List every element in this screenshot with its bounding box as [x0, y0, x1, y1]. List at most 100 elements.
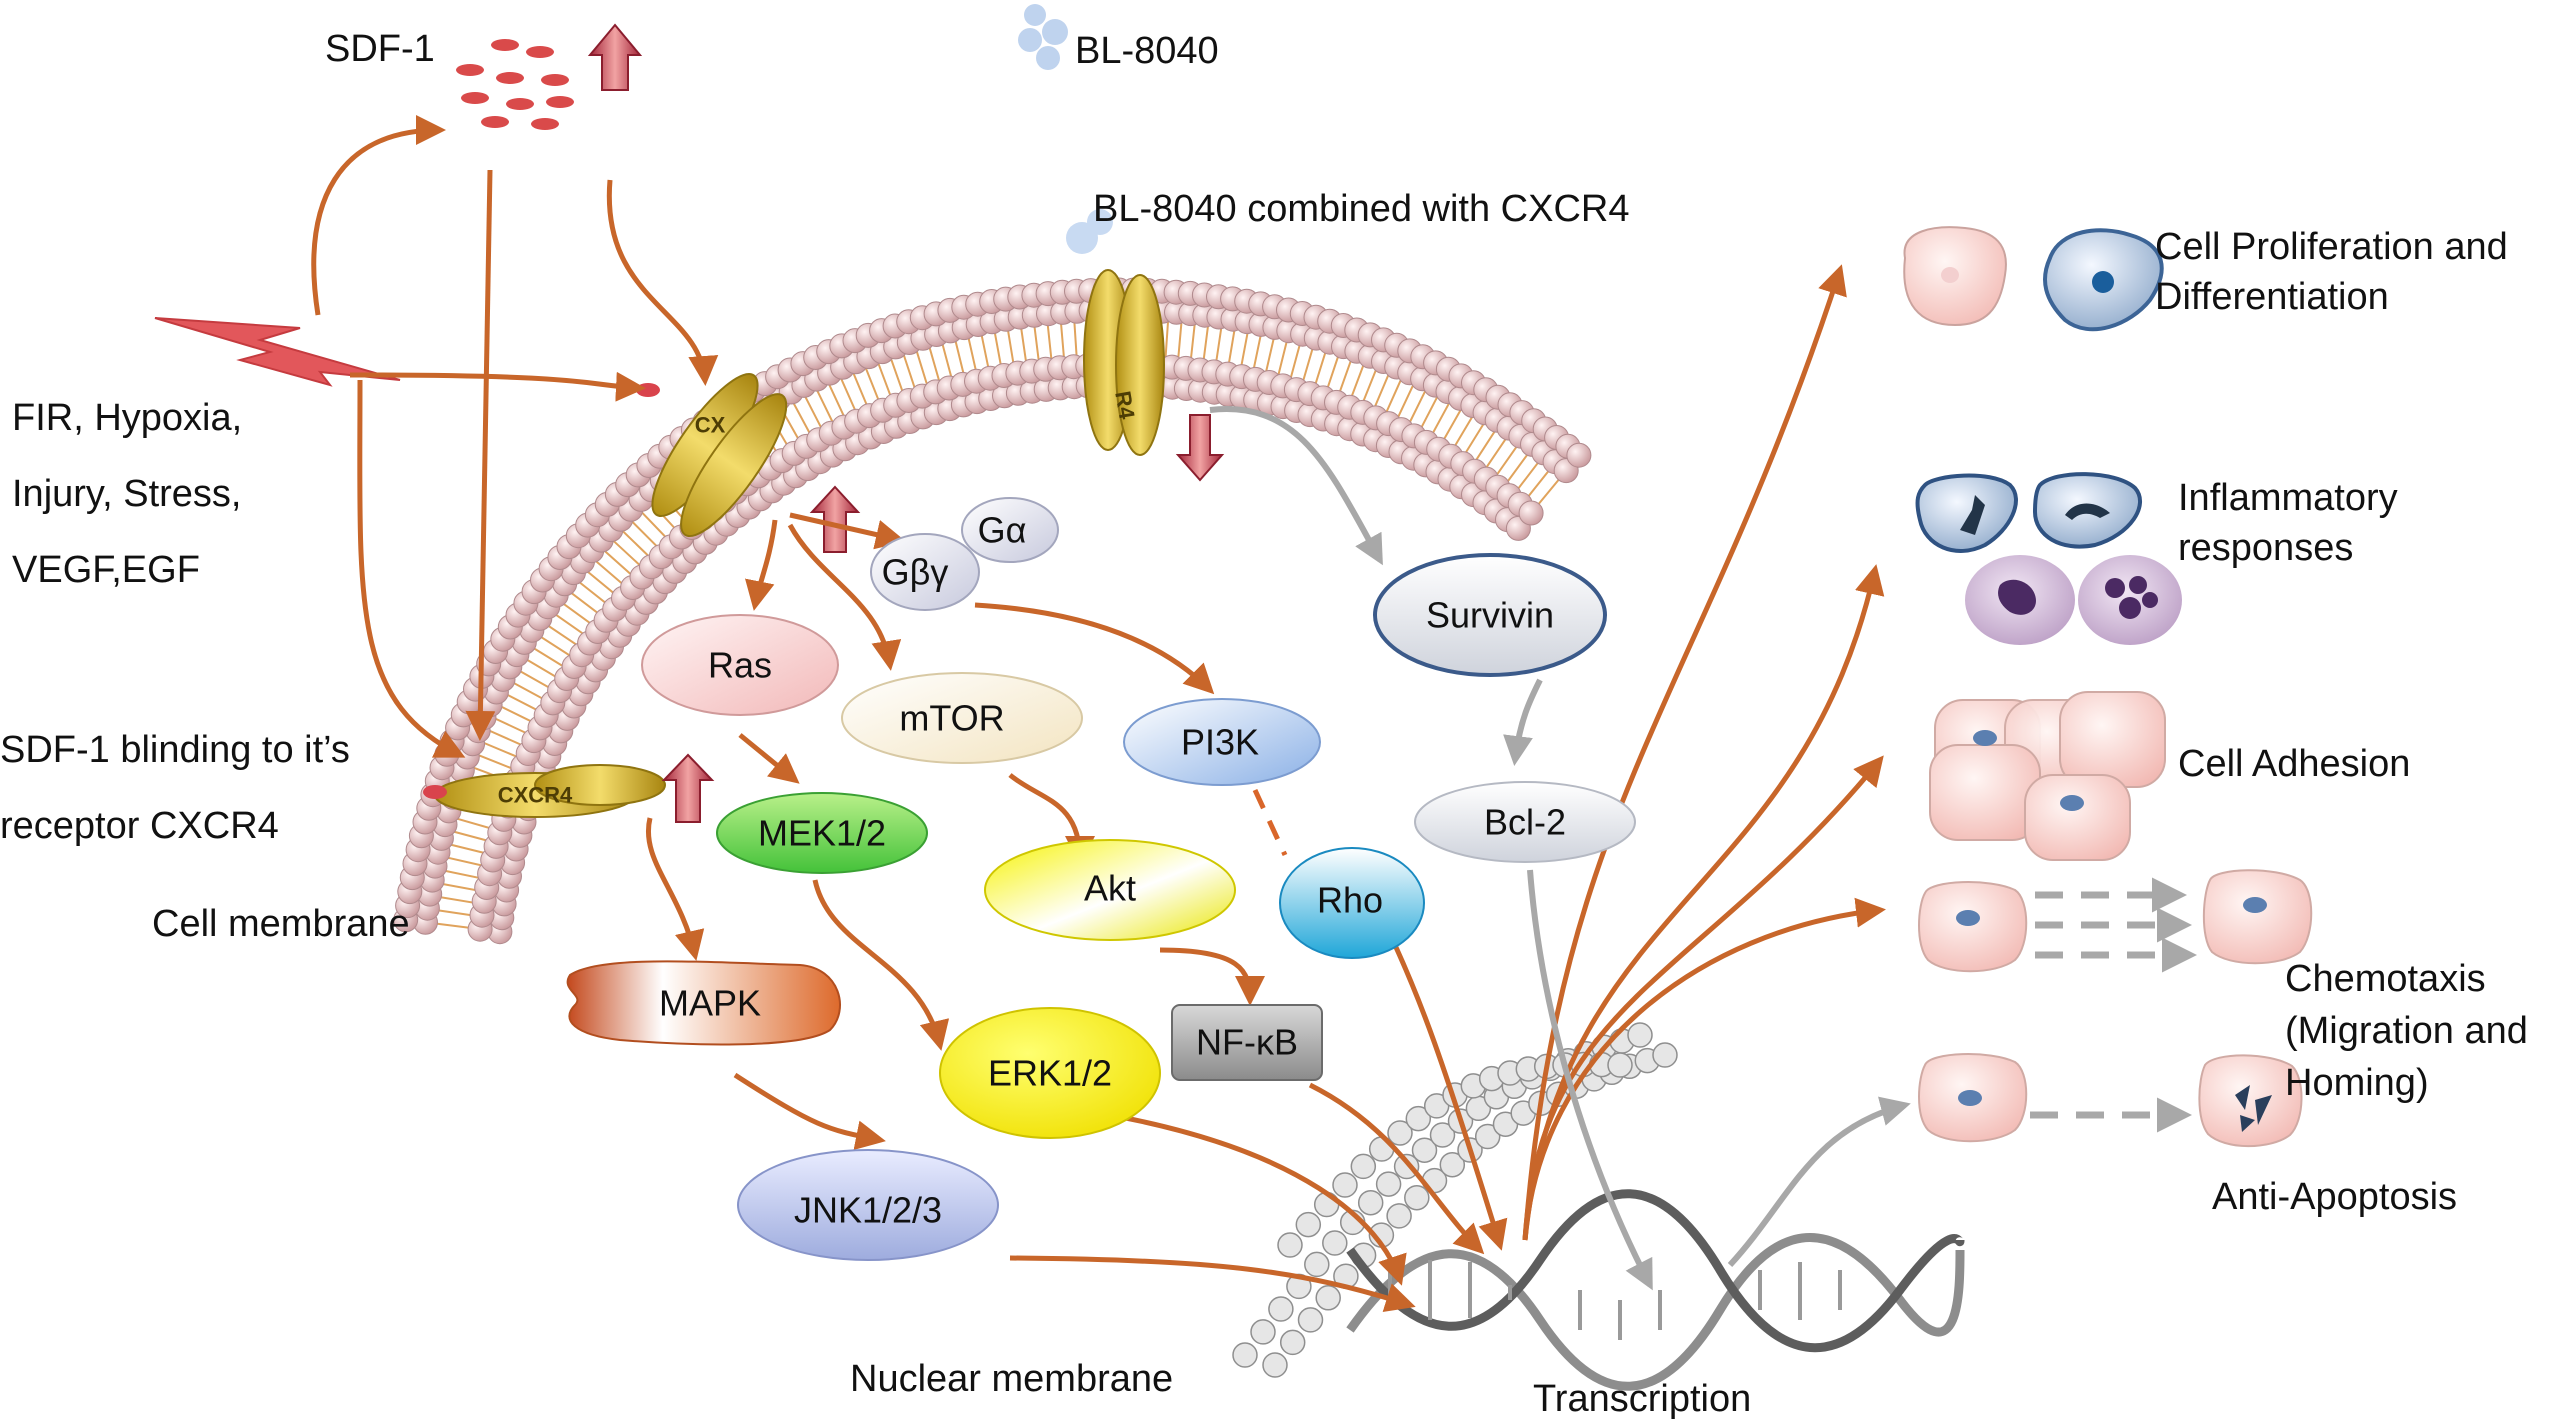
bl8040-combined-label: BL-8040 combined with CXCR4 [1093, 188, 1630, 230]
upregulation-arrow-left-icon [661, 753, 715, 823]
nuclear-membrane-bead [1411, 1137, 1438, 1163]
ras-label: Ras [708, 645, 772, 686]
proliferation-cells-icon [1903, 226, 2164, 332]
lipid-head [1518, 500, 1544, 526]
upregulation-arrow-mid-icon [809, 485, 861, 553]
anti-apoptosis-label: Anti-Apoptosis [2212, 1176, 2458, 1218]
inflammatory-line-1: Inflammatory [2178, 477, 2398, 519]
erk-label: ERK1/2 [988, 1053, 1112, 1094]
rho-label: Rho [1317, 880, 1383, 921]
nuclear-membrane-bead [1295, 1211, 1322, 1238]
akt-label: Akt [1084, 868, 1136, 909]
cell-membrane-label: Cell membrane [152, 903, 410, 945]
nuclear-membrane-bead [1332, 1172, 1358, 1198]
g-beta-gamma-label: Gβγ [882, 552, 949, 593]
nuclear-membrane-bead [1315, 1285, 1341, 1311]
mtor-label: mTOR [899, 698, 1004, 739]
nuclear-membrane-bead [1439, 1151, 1466, 1178]
proliferation-label: Cell Proliferation and Differentiation [2155, 222, 2508, 322]
proliferation-line-2: Differentiation [2155, 276, 2389, 318]
nuclear-membrane-bead [1322, 1230, 1348, 1256]
cxcr4-receptor-top: CX [636, 373, 788, 538]
cxcr4-receptor-left: CXCR4 [423, 764, 666, 818]
node-mapk: MAPK [566, 960, 841, 1046]
nuclear-membrane-bead [1607, 1052, 1633, 1078]
nuclear-membrane-bead [1304, 1251, 1330, 1278]
nuclear-membrane-bead [1386, 1203, 1412, 1229]
nuclear-membrane-bead [1387, 1120, 1413, 1146]
chemotaxis-line-2: (Migration and [2285, 1010, 2528, 1052]
node-akt: Akt [984, 839, 1236, 941]
nuclear-membrane-beads [1232, 1022, 1678, 1378]
cxcr4-receptor-right: R4 [1083, 269, 1165, 456]
gray-flow-arrows [1209, 406, 1911, 1291]
nuclear-membrane-bead [1350, 1153, 1377, 1180]
anti-apoptosis-cells-icon [1918, 1053, 2303, 1148]
nuclear-membrane-bead [1279, 1329, 1306, 1356]
cell-membrane-bilayer [393, 277, 1592, 945]
binding-line-2: receptor CXCR4 [0, 805, 279, 847]
sdf1-particles-icon [456, 39, 574, 130]
dna-helix-icon [1346, 1189, 1965, 1391]
triggers-line-3: VEGF,EGF [12, 549, 200, 591]
node-erk: ERK1/2 [939, 1007, 1161, 1139]
nuclear-membrane-bead [1357, 1189, 1384, 1216]
adhesion-cells-icon [1929, 691, 2166, 861]
bl8040-molecules-icon [1018, 4, 1113, 254]
bl8040-label: BL-8040 [1075, 30, 1219, 72]
downregulation-arrow-icon [1175, 414, 1225, 482]
nuclear-membrane-bead [1404, 1184, 1430, 1211]
nuclear-membrane-bead [1429, 1122, 1456, 1148]
cxcr4-left-label: CXCR4 [498, 783, 573, 808]
node-ras: Ras [641, 614, 839, 716]
mek-label: MEK1/2 [758, 813, 886, 854]
upregulation-arrow-icon [587, 23, 643, 91]
nuclear-membrane-bead [1262, 1352, 1288, 1378]
inflammatory-line-2: responses [2178, 527, 2354, 569]
g-alpha-label: Gα [978, 510, 1027, 551]
lightning-bolt-icon [154, 317, 401, 387]
signal-flow-arrows [311, 115, 1886, 1313]
nuclear-membrane-label: Nuclear membrane [850, 1358, 1174, 1400]
triggers-line-1: FIR, Hypoxia, [12, 397, 243, 439]
node-mtor: mTOR [841, 672, 1083, 764]
inflammatory-label: Inflammatory responses [2178, 473, 2398, 573]
cxcr4-top-label: CX [695, 413, 726, 438]
nuclear-membrane-bead [1405, 1105, 1432, 1132]
node-bcl2: Bcl-2 [1414, 781, 1636, 863]
transcription-label: Transcription [1533, 1378, 1752, 1420]
adhesion-label: Cell Adhesion [2178, 743, 2411, 785]
node-survivin: Survivin [1373, 553, 1607, 677]
nuclear-membrane-bead [1250, 1319, 1276, 1345]
node-nfkb: NF-κB [1171, 1004, 1323, 1081]
triggers-label: FIR, Hypoxia, Injury, Stress, VEGF,EGF [12, 380, 242, 608]
nuclear-membrane-bead [1375, 1171, 1402, 1197]
chemotaxis-label: Chemotaxis (Migration and Homing) [2285, 953, 2528, 1109]
nuclear-membrane-bead [1627, 1022, 1653, 1048]
nuclear-membrane-bead [1652, 1042, 1678, 1068]
node-rho: Rho [1279, 847, 1425, 959]
node-g-alpha: Gα [961, 497, 1059, 563]
chemotaxis-line-3: Homing) [2285, 1062, 2429, 1104]
survivin-label: Survivin [1426, 595, 1554, 636]
nuclear-membrane-bead [1474, 1123, 1501, 1150]
nuclear-membrane-bead [1277, 1232, 1303, 1258]
triggers-line-2: Injury, Stress, [12, 473, 242, 515]
nuclear-membrane-bead [1232, 1342, 1258, 1368]
chemotaxis-cells-icon [1918, 869, 2313, 973]
binding-label: SDF-1 blinding to it’s receptor CXCR4 [0, 712, 350, 864]
jnk-label: JNK1/2/3 [794, 1190, 942, 1231]
proliferation-line-1: Cell Proliferation and [2155, 226, 2508, 268]
pi3k-label: PI3K [1181, 722, 1259, 763]
sdf1-label: SDF-1 [325, 28, 435, 70]
nfkb-label: NF-κB [1196, 1022, 1298, 1063]
mapk-label: MAPK [659, 983, 761, 1024]
binding-line-1: SDF-1 blinding to it’s [0, 729, 350, 771]
nuclear-membrane-bead [1268, 1296, 1294, 1322]
node-pi3k: PI3K [1123, 698, 1321, 786]
cxcr4-right-label: R4 [1110, 389, 1140, 422]
bcl2-label: Bcl-2 [1484, 802, 1566, 843]
lipid-head [1566, 442, 1592, 468]
